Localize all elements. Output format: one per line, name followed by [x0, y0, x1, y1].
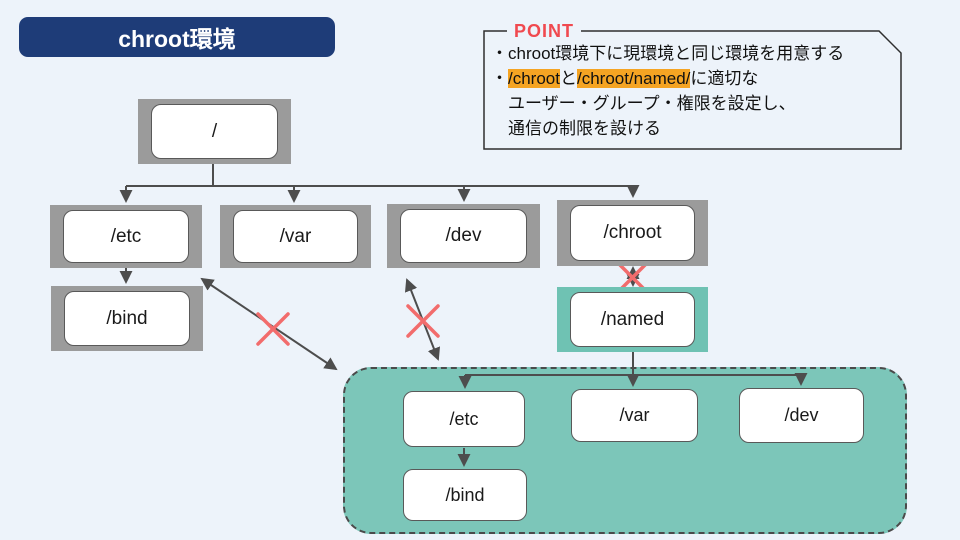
point-line-2-suffix: に適切な: [690, 69, 759, 88]
node-chroot-dev-label: /dev: [784, 405, 819, 425]
point-note-text: ・chroot環境下に現環境と同じ環境を用意する ・/chrootと/chroo…: [491, 41, 895, 141]
point-line-2-mid: と: [559, 69, 577, 88]
blocked-link-etc-jail: [200, 277, 338, 371]
point-line-2: ・/chrootと/chroot/named/に適切な: [491, 66, 895, 91]
node-dev: /dev: [387, 204, 540, 268]
node-chroot-var-label: /var: [619, 405, 650, 425]
node-chroot-etc-label: /etc: [449, 408, 479, 429]
node-etc: /etc: [50, 205, 202, 268]
node-chroot: /chroot: [557, 200, 708, 266]
node-named: /named: [557, 287, 708, 352]
node-chroot-label: /chroot: [570, 205, 695, 261]
point-line-1: ・chroot環境下に現環境と同じ環境を用意する: [491, 44, 845, 63]
node-root-label: /: [151, 104, 278, 159]
point-note-box: POINT ・chroot環境下に現環境と同じ環境を用意する ・/chrootと…: [483, 18, 903, 152]
node-chroot-var: /var: [571, 389, 698, 442]
node-dev-label: /dev: [400, 209, 527, 263]
blocked-x-icon: [256, 312, 290, 346]
node-etc-label: /etc: [63, 210, 189, 263]
blocked-x-icon: [406, 304, 440, 338]
point-label: POINT: [507, 21, 582, 42]
point-line-2-bullet: ・: [491, 69, 508, 88]
point-line-4: 通信の制限を設ける: [508, 119, 661, 138]
node-root: /: [138, 99, 291, 164]
node-var-label: /var: [233, 210, 358, 263]
page-title: chroot環境: [19, 17, 335, 57]
node-chroot-dev: /dev: [739, 388, 864, 443]
page-title-label: chroot環境: [118, 26, 236, 52]
highlight-chroot-path: /chroot: [508, 69, 560, 88]
node-chroot-etc: /etc: [403, 391, 525, 447]
node-named-label: /named: [570, 292, 695, 347]
node-bind: /bind: [51, 286, 203, 351]
node-var: /var: [220, 205, 371, 268]
node-chroot-bind: /bind: [403, 469, 527, 521]
point-line-3: ユーザー・グループ・権限を設定し、: [508, 94, 796, 113]
node-bind-label: /bind: [64, 291, 190, 346]
point-box-border: [483, 30, 902, 150]
highlight-chroot-named-path: /chroot/named/: [576, 69, 691, 88]
blocked-link-dev-jail: [404, 278, 441, 361]
node-chroot-bind-label: /bind: [445, 484, 485, 505]
